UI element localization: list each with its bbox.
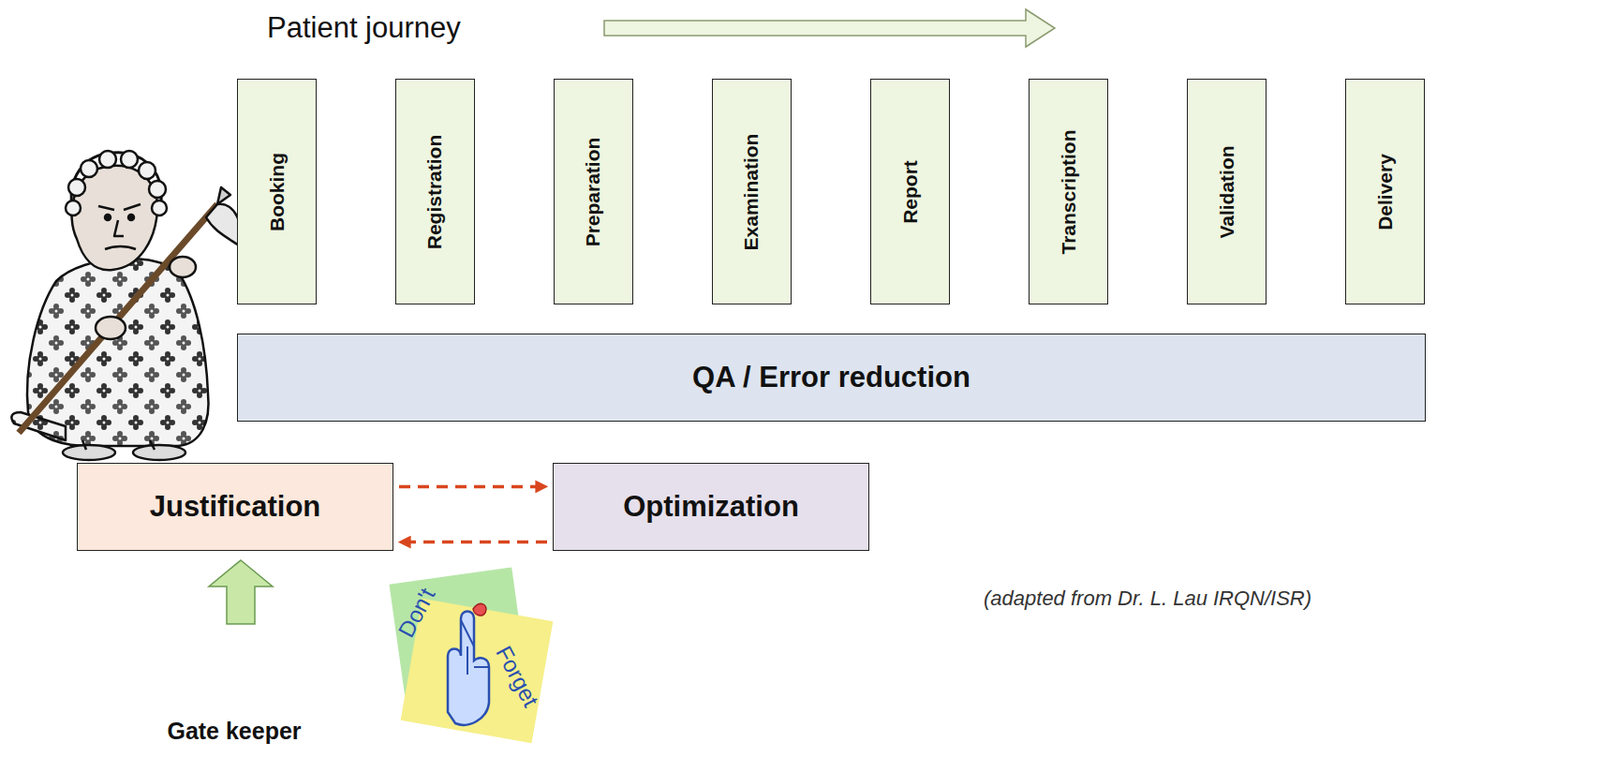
illustration-part xyxy=(138,162,156,179)
step-box: Examination xyxy=(711,78,792,305)
illustration-part xyxy=(95,316,126,340)
step-box: Transcription xyxy=(1028,78,1109,305)
illustration-part xyxy=(447,611,489,726)
illustration-part xyxy=(68,178,86,196)
illustration-part xyxy=(206,204,241,246)
optimization-box: Optimization xyxy=(552,462,870,551)
title: Patient journey xyxy=(266,11,461,45)
step-box: Booking xyxy=(237,78,317,305)
step-label: Preparation xyxy=(582,136,606,247)
step-label: Report xyxy=(898,160,921,224)
illustration-part xyxy=(148,180,166,198)
illustration-part xyxy=(104,246,136,250)
step-box: Preparation xyxy=(553,78,634,305)
illustration-part xyxy=(18,204,218,433)
illustration-part xyxy=(114,220,124,237)
gatekeeper-label: Gate keeper xyxy=(166,717,301,745)
step-label: Registration xyxy=(424,133,447,250)
step-label: Transcription xyxy=(1057,129,1081,254)
illustration-part xyxy=(128,214,134,221)
box-label: QA / Error reduction xyxy=(682,360,980,395)
step-box: Delivery xyxy=(1345,78,1425,305)
illustration-part xyxy=(169,256,196,278)
illustration-part xyxy=(72,165,159,270)
dont-forget-note xyxy=(388,566,553,743)
step-label: Booking xyxy=(266,152,289,232)
illustration-part xyxy=(217,187,231,205)
gatekeeper-cartoon xyxy=(11,150,241,460)
illustration-part xyxy=(27,258,208,446)
step-box: Report xyxy=(870,78,950,305)
illustration-part xyxy=(98,204,141,210)
illustration-part xyxy=(99,150,117,168)
illustration-part xyxy=(104,214,111,221)
illustration-part xyxy=(133,444,186,460)
step-label: Examination xyxy=(740,133,764,251)
justification-box: Justification xyxy=(76,462,394,551)
illustration-part xyxy=(11,412,66,441)
dashed-arrow xyxy=(399,540,548,545)
illustration-part xyxy=(120,150,138,168)
illustration-part xyxy=(82,440,155,450)
qa-band: QA / Error reduction xyxy=(237,333,1426,422)
step-box: Validation xyxy=(1186,78,1267,305)
box-label: Justification xyxy=(140,489,331,524)
journey-arrow xyxy=(604,9,1055,47)
illustration-part xyxy=(80,160,98,178)
illustration-part xyxy=(473,603,487,615)
dashed-arrow xyxy=(399,485,548,489)
up-arrow xyxy=(208,560,273,624)
step-label: Validation xyxy=(1215,145,1239,238)
illustration-part xyxy=(62,444,116,460)
box-label: Optimization xyxy=(613,489,809,524)
source-note: (adapted from Dr. L. Lau IRQN/ISR) xyxy=(983,586,1312,611)
illustration-part xyxy=(151,200,167,216)
step-box: Registration xyxy=(395,78,475,305)
step-label: Delivery xyxy=(1373,153,1396,231)
illustration-part xyxy=(460,620,489,675)
illustration-part xyxy=(65,200,81,216)
